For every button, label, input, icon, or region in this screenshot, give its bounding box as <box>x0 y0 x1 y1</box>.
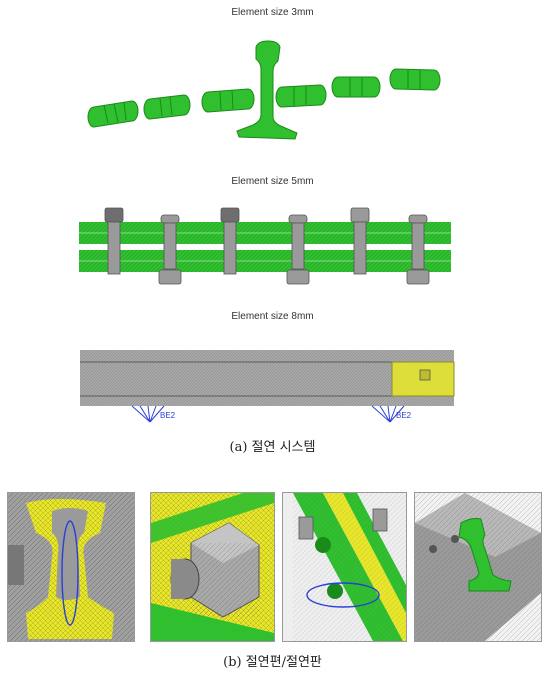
bolt-6 <box>406 214 430 285</box>
rail-system-8mm-model: BE2 BE2 <box>80 350 455 423</box>
bolt-5 <box>350 207 370 275</box>
caption-b: (b) 절연편/절연판 <box>223 655 322 670</box>
rail-profile <box>236 40 298 140</box>
be2-label-right: BE2 <box>396 411 412 420</box>
panel-bolt-nut-closeup <box>150 492 275 642</box>
be2-constraint-right <box>371 405 405 423</box>
caption-a: (a) 절연 시스템 <box>229 440 316 455</box>
be2-label-left: BE2 <box>160 411 176 420</box>
label-element-size-3mm: Element size 3mm <box>231 7 314 18</box>
bolt-1 <box>104 207 124 275</box>
panel-rail-with-plate <box>414 492 542 642</box>
be2-constraint-left <box>131 405 165 423</box>
highlight-ellipse-b <box>306 582 380 608</box>
bolt-cylinder-4 <box>275 84 327 108</box>
bolt-3 <box>220 207 240 275</box>
label-element-size-8mm: Element size 8mm <box>231 311 314 322</box>
bolt-cylinder-1 <box>87 100 139 128</box>
rail-and-bolts-3mm-model <box>87 40 441 140</box>
insulation-plates-5mm-model <box>79 207 451 285</box>
panel-plate-with-bolts <box>282 492 407 642</box>
bolt-4 <box>286 214 310 285</box>
bolt-cylinder-3 <box>201 88 255 113</box>
panel-rail-section-yellow <box>7 492 135 642</box>
bolt-cylinder-2 <box>143 94 191 120</box>
highlight-ellipse <box>61 520 79 626</box>
bolt-2 <box>158 214 182 285</box>
label-element-size-5mm: Element size 5mm <box>231 176 314 187</box>
bolt-cylinder-5 <box>331 76 381 98</box>
bolt-cylinder-6 <box>389 68 441 91</box>
